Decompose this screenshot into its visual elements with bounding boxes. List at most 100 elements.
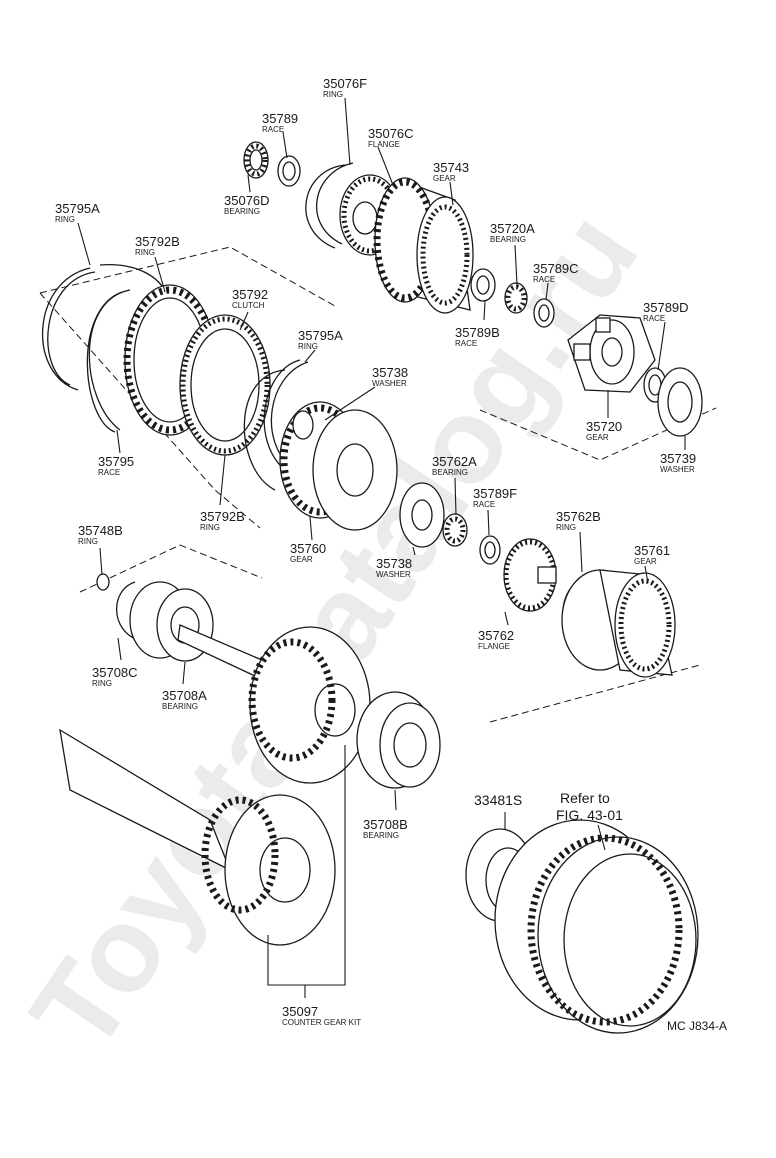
part-number: 35748B [78, 523, 123, 538]
label-35792B-mid[interactable]: 35792B RING [200, 509, 245, 532]
label-35795A-top[interactable]: 35795A RING [55, 201, 100, 224]
part-35789B-race[interactable] [470, 268, 496, 302]
label-35761[interactable]: 35761 GEAR [634, 543, 670, 566]
part-number: 35762B [556, 509, 601, 524]
part-number: 35760 [290, 541, 326, 556]
part-35708B-bearing[interactable] [356, 691, 441, 789]
label-35789B[interactable]: 35789B RACE [455, 325, 500, 348]
part-35762A-bearing[interactable] [442, 513, 468, 547]
part-number: 35795A [298, 328, 343, 343]
label-35738-upper[interactable]: 35738 WASHER [372, 365, 408, 388]
part-35761-gear[interactable] [561, 569, 676, 678]
label-35789[interactable]: 35789 RACE [262, 111, 298, 134]
part-35743-gear[interactable] [373, 177, 474, 314]
part-35708C-ring[interactable] [115, 581, 139, 641]
part-name: WASHER [376, 570, 411, 579]
part-35720A-bearing[interactable] [504, 282, 528, 314]
part-number: 35792B [135, 234, 180, 249]
label-35076C[interactable]: 35076C FLANGE [368, 126, 414, 149]
label-35789F[interactable]: 35789F RACE [473, 486, 517, 509]
part-35789F-race[interactable] [479, 535, 501, 565]
part-name: RING [55, 215, 75, 224]
refer-to-figure[interactable]: Refer to FIG. 43-01 [556, 790, 623, 823]
part-labels: 35076F RING 35789 RACE 35076C FLANGE 357… [55, 76, 727, 1033]
part-name: BEARING [490, 235, 526, 244]
part-35792B-ring-right[interactable] [243, 369, 286, 491]
part-name: RING [556, 523, 576, 532]
label-35076D[interactable]: 35076D BEARING [224, 193, 270, 216]
part-number: 35076D [224, 193, 270, 208]
label-35748B[interactable]: 35748B RING [78, 523, 123, 546]
part-number: 35789F [473, 486, 517, 501]
label-35708A[interactable]: 35708A BEARING [162, 688, 207, 711]
label-33481S[interactable]: 33481S [474, 792, 522, 808]
part-number: 35076C [368, 126, 414, 141]
part-35795A-ring-outer[interactable] [41, 267, 96, 391]
label-35789D[interactable]: 35789D RACE [643, 300, 689, 323]
part-name: RACE [262, 125, 284, 134]
part-name: RING [200, 523, 220, 532]
part-35789C-race[interactable] [533, 298, 555, 328]
part-name: RACE [98, 468, 120, 477]
label-35762B[interactable]: 35762B RING [556, 509, 601, 532]
label-35739[interactable]: 35739 WASHER [660, 451, 696, 474]
part-number: 35762A [432, 454, 477, 469]
part-name: CLUTCH [232, 301, 265, 310]
label-35762A[interactable]: 35762A BEARING [432, 454, 477, 477]
part-number: 35792 [232, 287, 268, 302]
label-35792B-top[interactable]: 35792B RING [135, 234, 180, 257]
label-35708B[interactable]: 35708B BEARING [363, 817, 408, 840]
part-35097-counter-gear[interactable] [59, 728, 336, 946]
part-name: WASHER [660, 465, 695, 474]
label-35743[interactable]: 35743 GEAR [433, 160, 469, 183]
part-number: 35789B [455, 325, 500, 340]
part-name: RING [135, 248, 155, 257]
label-35792[interactable]: 35792 CLUTCH [232, 287, 268, 310]
part-number: 35720A [490, 221, 535, 236]
refer-text: Refer to [560, 790, 610, 806]
part-number: 35738 [376, 556, 412, 571]
label-35760[interactable]: 35760 GEAR [290, 541, 326, 564]
label-35076F[interactable]: 35076F RING [323, 76, 367, 99]
ring-gear-fig-43-01 [494, 819, 699, 1034]
part-name: WASHER [372, 379, 407, 388]
part-35720-gear[interactable] [567, 314, 656, 393]
label-35762[interactable]: 35762 FLANGE [478, 628, 514, 651]
part-35076F-ring[interactable] [305, 162, 354, 249]
label-35097[interactable]: 35097 COUNTER GEAR KIT [282, 1004, 361, 1027]
part-number: 33481S [474, 792, 522, 808]
label-35720A[interactable]: 35720A BEARING [490, 221, 535, 244]
part-number: 35708B [363, 817, 408, 832]
part-35738-washer-upper[interactable] [292, 410, 314, 440]
part-number: 35738 [372, 365, 408, 380]
refer-figure: FIG. 43-01 [556, 807, 623, 823]
part-number: 35795A [55, 201, 100, 216]
part-35792-clutch[interactable] [123, 284, 271, 456]
part-35748B-ring[interactable] [96, 573, 110, 591]
label-35708C[interactable]: 35708C RING [92, 665, 138, 688]
part-35762-flange[interactable] [503, 538, 557, 612]
part-name: BEARING [363, 831, 399, 840]
part-name: FLANGE [368, 140, 400, 149]
part-number: 35789 [262, 111, 298, 126]
part-35795-race[interactable] [86, 289, 131, 433]
label-35795A-mid[interactable]: 35795A RING [298, 328, 343, 351]
diagram-code: MC J834-A [667, 1019, 727, 1033]
part-35738-washer-lower[interactable] [399, 482, 445, 548]
part-number: 35792B [200, 509, 245, 524]
label-35738-lower[interactable]: 35738 WASHER [376, 556, 412, 579]
part-number: 35762 [478, 628, 514, 643]
part-35076D-bearing[interactable] [243, 141, 269, 179]
part-35097-shaft[interactable] [177, 624, 371, 784]
part-number: 35097 [282, 1004, 318, 1019]
part-number: 35789D [643, 300, 689, 315]
part-35739-washer[interactable] [657, 367, 703, 437]
part-35789-race[interactable] [277, 155, 301, 187]
label-35720[interactable]: 35720 GEAR [586, 419, 622, 442]
part-name: BEARING [432, 468, 468, 477]
label-35789C[interactable]: 35789C RACE [533, 261, 579, 284]
part-number: 35743 [433, 160, 469, 175]
label-35795[interactable]: 35795 RACE [98, 454, 134, 477]
part-name: RING [323, 90, 343, 99]
